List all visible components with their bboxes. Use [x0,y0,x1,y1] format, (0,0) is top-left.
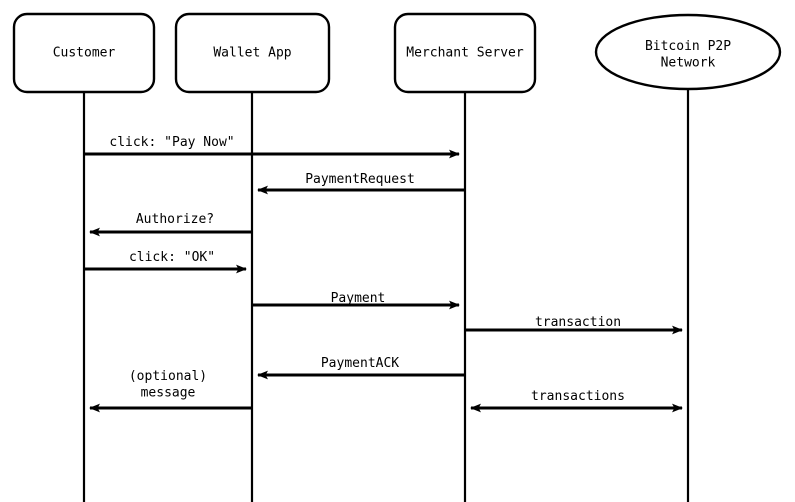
msg-optional-message-label: (optional)message [129,369,207,400]
participant-shape-bitcoin-p2p-network[interactable] [594,13,782,91]
msg-payment-label: Payment [331,291,386,306]
participant-shape-customer[interactable] [12,12,156,94]
msg-transaction-label: transaction [535,315,621,330]
msg-click-pay-now-label: click: "Pay Now" [109,135,234,150]
msg-payment-request-label: PaymentRequest [305,172,415,187]
participant-label-customer: Customer [53,46,116,61]
participant-shape-merchant-server[interactable] [393,12,537,94]
lifelines-group [82,89,690,502]
msg-payment-ack-label: PaymentACK [321,356,399,371]
msg-transactions-label: transactions [531,389,625,404]
participant-shape-wallet-app[interactable] [174,12,331,94]
participants-group: Customer Wallet App Merchant Server Bitcoin… [12,12,782,94]
msg-authorize-label: Authorize? [136,212,214,227]
participant-label-wallet-app: Wallet App [213,46,291,61]
messages-group: click: "Pay Now" PaymentRequestAuthorize?… [84,135,683,413]
participant-label-merchant-server: Merchant Server [406,46,524,61]
msg-click-ok-label: click: "OK" [129,250,215,265]
